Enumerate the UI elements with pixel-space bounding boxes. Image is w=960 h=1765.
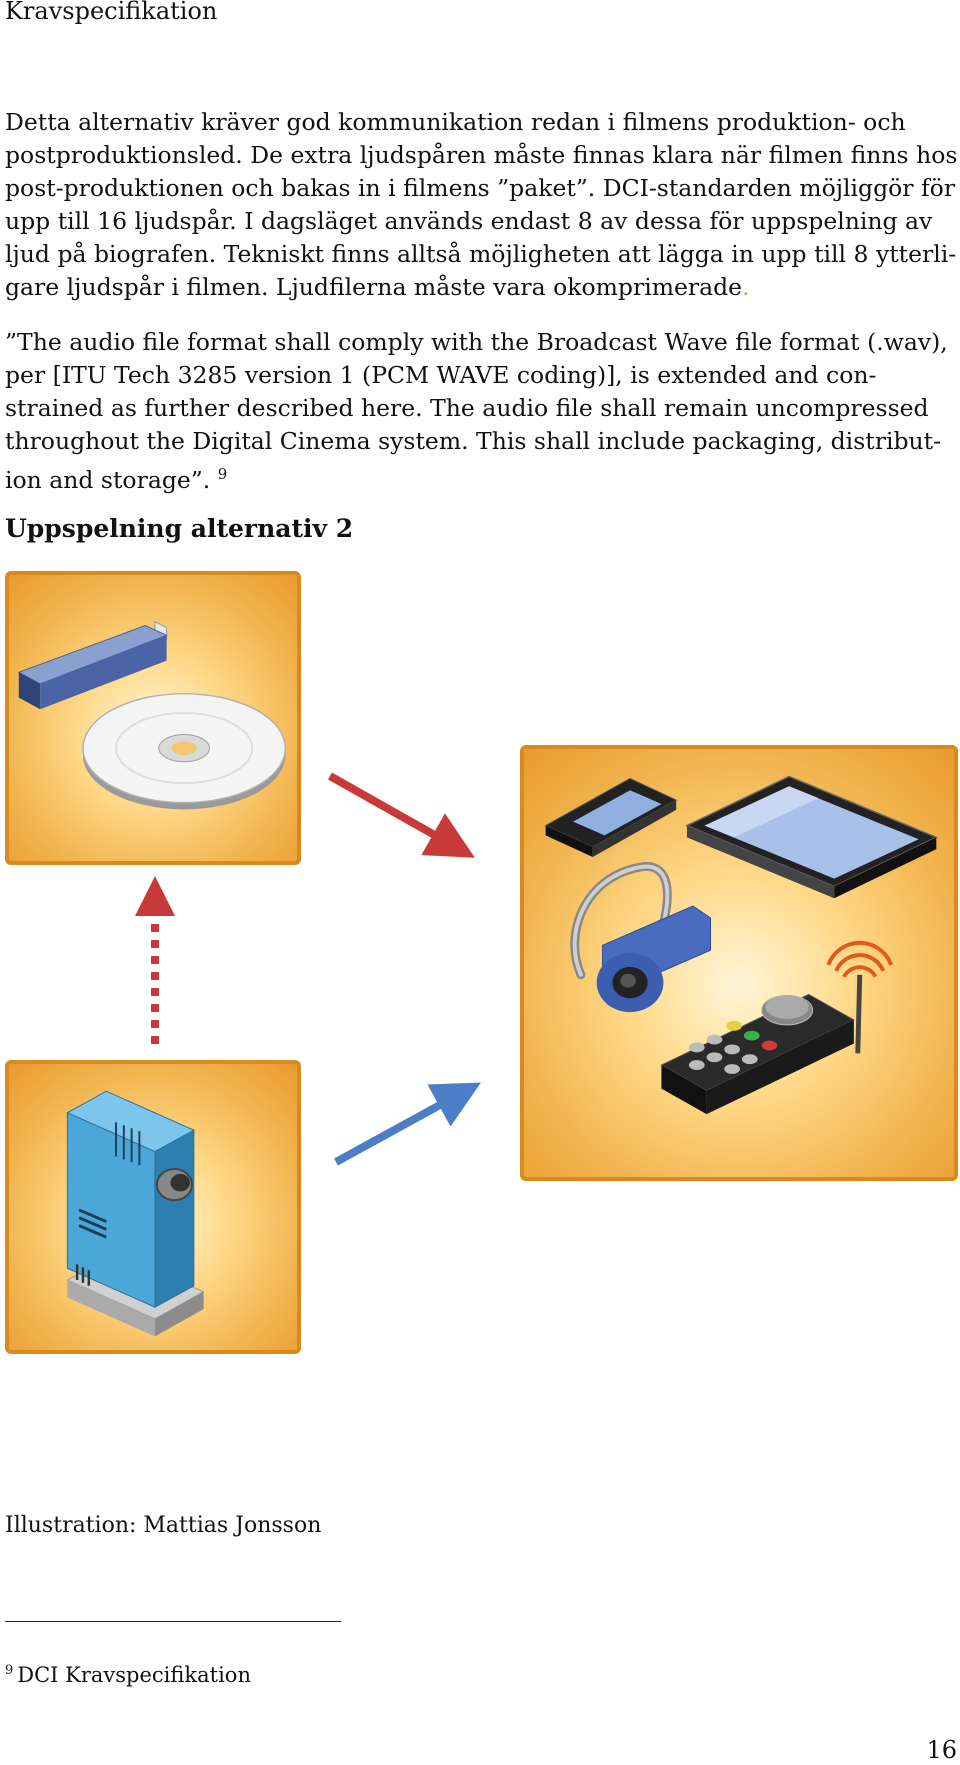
quote-line: throughout the Digital Cinema system. Th… xyxy=(5,427,942,455)
quote-line-last: ion and storage”. 9 xyxy=(5,458,955,497)
paragraph-dci-tracks: Detta alternativ kräver god kommunikatio… xyxy=(5,106,958,304)
devices-illustration xyxy=(544,775,939,1115)
quote-line: ”The audio file format shall comply with… xyxy=(5,328,948,356)
paragraph-line-last: gare ljudspår i filmen. Ljudfilerna måst… xyxy=(5,271,955,304)
quote-line: per [ITU Tech 3285 version 1 (PCM WAVE c… xyxy=(5,361,877,389)
running-header: Kravspecifikation xyxy=(5,0,218,25)
tablet-icon xyxy=(685,775,939,899)
footnote-text: DCI Kravspecifikation xyxy=(17,1663,251,1687)
projector-panel xyxy=(5,1060,301,1354)
remote-control-icon xyxy=(660,940,894,1115)
headset-icon xyxy=(570,862,712,1013)
paragraph-line-text: gare ljudspår i filmen. Ljudfilerna måst… xyxy=(5,273,743,301)
paragraph-line: postproduktionsled. De extra ljudspåren … xyxy=(5,141,958,169)
illustration-credit: Illustration: Mattias Jonsson xyxy=(5,1513,322,1538)
green-period: . xyxy=(742,273,750,301)
footnote-divider xyxy=(5,1621,341,1622)
section-heading: Uppspelning alternativ 2 xyxy=(5,514,354,543)
page-number: 16 xyxy=(926,1736,957,1764)
cinema-server-illustration xyxy=(66,1090,205,1337)
paragraph-line: upp till 16 ljudspår. I dagsläget använd… xyxy=(5,207,933,235)
cinema-server-icon xyxy=(66,1090,205,1337)
quote-line: strained as further described here. The … xyxy=(5,394,929,422)
paragraph-line: ljud på biografen. Tekniskt finns alltså… xyxy=(5,240,957,268)
blue-arrow xyxy=(334,1082,482,1166)
paragraph-line: post-produktionen och bakas in i filmens… xyxy=(5,174,956,202)
paragraph-line: Detta alternativ kräver god kommunikatio… xyxy=(5,108,906,136)
footnote-reference[interactable]: 9 xyxy=(217,465,228,483)
footnote-mark: 9 xyxy=(5,1663,14,1678)
usb-stick-icon xyxy=(17,620,168,710)
disc-icon xyxy=(82,692,287,810)
media-panel xyxy=(5,571,301,865)
quote-line-text: ion and storage”. xyxy=(5,466,211,494)
usb-disc-illustration xyxy=(17,620,287,810)
media-player-icon xyxy=(544,777,678,857)
devices-panel xyxy=(520,745,958,1181)
paragraph-quote: ”The audio file format shall comply with… xyxy=(5,326,955,497)
red-arrow xyxy=(328,772,475,858)
